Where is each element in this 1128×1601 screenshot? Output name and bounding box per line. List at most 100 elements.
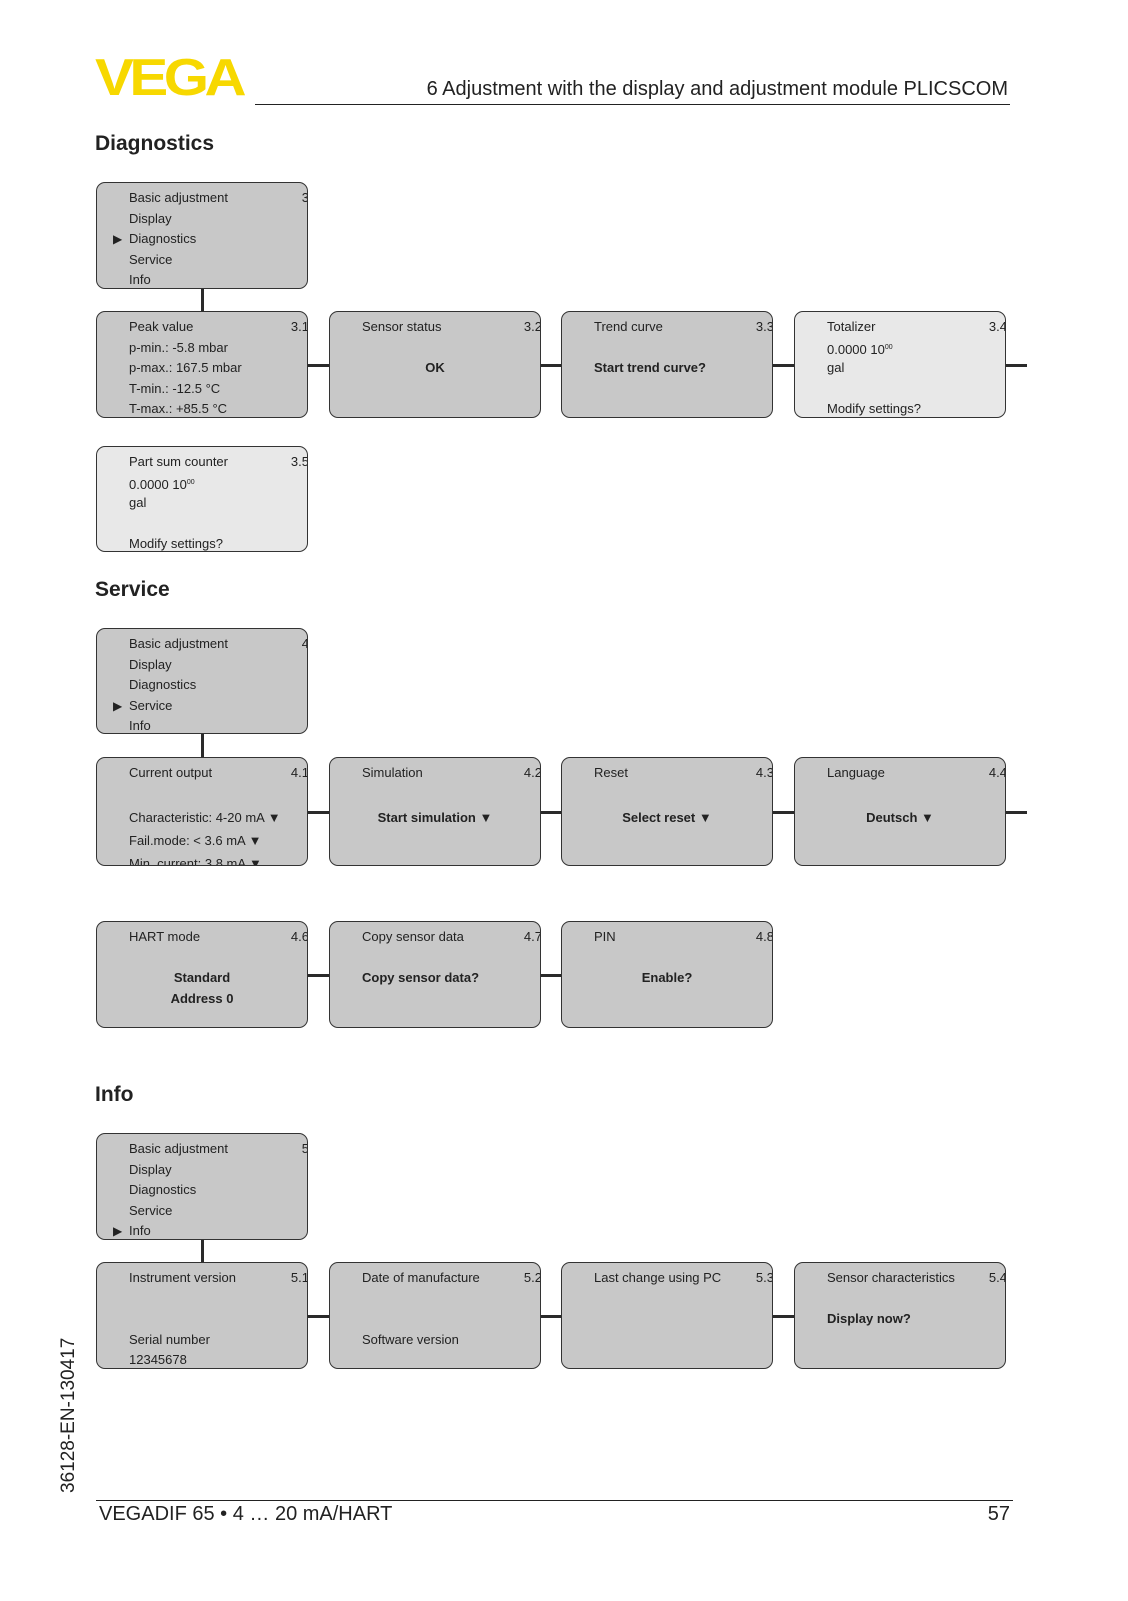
- triangle-down-icon: ▼: [917, 810, 934, 826]
- value-label: 12345678: [129, 1352, 187, 1368]
- submenu-number: 4.1: [290, 765, 308, 780]
- menu-item-display[interactable]: Display: [129, 210, 172, 226]
- menu-item-service[interactable]: Service: [129, 1202, 173, 1218]
- value-label: Display now?: [827, 1311, 911, 1327]
- menu-item-info[interactable]: Info: [129, 1223, 151, 1239]
- submenu-number: 3.1: [290, 319, 308, 334]
- value-label: p-max.: 167.5 mbar: [129, 360, 242, 376]
- dropdown-value[interactable]: Deutsch ▼: [795, 810, 1005, 826]
- exponent: 00: [186, 478, 195, 486]
- footer-product: VEGADIF 65 • 4 … 20 mA/HART: [99, 1503, 393, 1525]
- value-label: 0.0000 10: [827, 341, 885, 357]
- submenu-title: Last change using PC: [594, 1270, 722, 1285]
- menu-item-display[interactable]: Display: [129, 656, 172, 672]
- menu-item-diagnostics[interactable]: Diagnostics: [129, 1182, 197, 1198]
- submenu-title: Totalizer: [827, 319, 876, 334]
- value-text: T-min.: -12.5 °C: [129, 381, 220, 397]
- value-text: Copy sensor data?: [362, 970, 479, 986]
- section-title: Info: [95, 1083, 134, 1106]
- dropdown-value[interactable]: Select reset ▼: [562, 810, 772, 826]
- submenu-title: Sensor status: [362, 319, 442, 334]
- submenu-number: 4.8: [755, 929, 773, 944]
- menu-item-display[interactable]: Display: [129, 1161, 172, 1177]
- connector-line: [1006, 363, 1027, 367]
- submenu-number: 3.3: [755, 319, 773, 334]
- value-text: gal: [827, 360, 844, 376]
- menu-item-diagnostics[interactable]: Diagnostics: [129, 677, 197, 693]
- dropdown-value[interactable]: Fail.mode: < 3.6 mA ▼: [129, 833, 261, 849]
- vega-logo: VEGA: [95, 49, 247, 107]
- value-text: Address 0: [97, 991, 307, 1007]
- value-text: Modify settings?: [827, 401, 921, 417]
- connector-line: [773, 810, 794, 814]
- submenu-title: Sensor characteristics: [827, 1270, 955, 1285]
- connector-line: [541, 363, 561, 367]
- menu-item-basic-adjustment[interactable]: Basic adjustment: [129, 190, 228, 205]
- main-menu-box[interactable]: 3Basic adjustmentDisplayDiagnostics▶Serv…: [96, 182, 308, 289]
- menu-item-info[interactable]: Info: [129, 718, 151, 734]
- value-label: Modify settings?: [827, 401, 921, 417]
- connector-line: [201, 1240, 204, 1262]
- submenu-title: Copy sensor data: [362, 929, 464, 944]
- value-label: T-min.: -12.5 °C: [129, 380, 221, 396]
- menu-item-info[interactable]: Info: [129, 272, 151, 288]
- menu-item-basic-adjustment[interactable]: Basic adjustment: [129, 636, 228, 651]
- value-label: Min. current: 3.8 mA: [129, 855, 246, 866]
- value-text: 0.0000 1000: [827, 340, 893, 358]
- main-menu-box[interactable]: 4Basic adjustmentDisplayDiagnosticsServi…: [96, 628, 308, 734]
- connector-line: [773, 1314, 794, 1318]
- value-label: Address 0: [170, 990, 234, 1006]
- connector-line: [1006, 810, 1027, 814]
- submenu-box-last-change-using-pc[interactable]: Last change using PC 5.3: [561, 1262, 773, 1369]
- submenu-title: Simulation: [362, 765, 423, 780]
- triangle-right-icon: ▶: [113, 698, 123, 713]
- menu-item-basic-adjustment[interactable]: Basic adjustment: [129, 1141, 228, 1156]
- value-text: Enable?: [562, 970, 772, 986]
- exponent: 00: [884, 343, 893, 351]
- value-label: Modify settings?: [129, 536, 223, 552]
- value-label: T-max.: +85.5 °C: [129, 401, 228, 417]
- submenu-number: 5.2: [523, 1270, 541, 1285]
- connector-line: [541, 973, 561, 977]
- submenu-number: 4.2: [523, 765, 541, 780]
- value-label: gal: [827, 360, 845, 376]
- footer-divider: [96, 1500, 1013, 1501]
- value-label: Enable?: [641, 970, 693, 986]
- main-menu-box[interactable]: 5Basic adjustmentDisplayDiagnosticsServi…: [96, 1133, 308, 1240]
- submenu-number: 4.3: [755, 765, 773, 780]
- value-label: Select reset: [622, 810, 696, 826]
- connector-line: [541, 1314, 561, 1318]
- submenu-title: Part sum counter: [129, 454, 228, 469]
- submenu-title: HART mode: [129, 929, 201, 944]
- dropdown-value[interactable]: Characteristic: 4-20 mA ▼: [129, 810, 281, 826]
- submenu-number: 5.3: [755, 1270, 773, 1285]
- submenu-number: 3.5: [290, 454, 308, 469]
- menu-item-diagnostics[interactable]: Diagnostics: [129, 231, 197, 247]
- submenu-number: 3.2: [523, 319, 541, 334]
- triangle-down-icon: ▼: [695, 810, 712, 826]
- dropdown-value[interactable]: Start simulation ▼: [330, 810, 540, 826]
- menu-item-service[interactable]: Service: [129, 251, 173, 267]
- value-label: Start trend curve?: [594, 360, 706, 376]
- dropdown-value[interactable]: Min. current: 3.8 mA ▼: [129, 855, 262, 866]
- menu-item-service[interactable]: Service: [129, 697, 173, 713]
- page-number: 57: [987, 1503, 1010, 1525]
- connector-line: [308, 973, 329, 977]
- value-text: Software version: [362, 1332, 459, 1348]
- triangle-down-icon: ▼: [475, 810, 493, 826]
